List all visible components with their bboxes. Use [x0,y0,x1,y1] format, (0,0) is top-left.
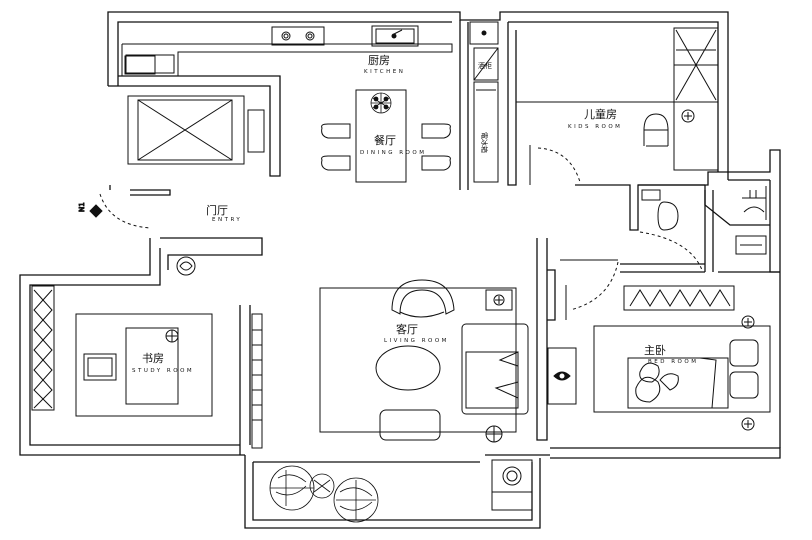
elevator-shaft [127,95,265,165]
dining-table [355,89,407,183]
pillow-icon [635,339,759,403]
entry-label: 门厅 [206,203,228,217]
dining-centerpiece-icon [370,92,392,114]
wine-cabinet [473,47,499,81]
room-labels: 厨房 KITCHEN 餐厅 DINING ROOM 儿童房 KIDS ROOM … [132,54,698,374]
master-bed-frame [593,325,771,413]
entry-marker-icon [89,204,103,218]
sink-icon [371,25,419,47]
living-label: 客厅 [396,322,418,336]
study-bookshelf [31,285,55,411]
kids-sub: KIDS ROOM [568,124,622,130]
wine-cabinet-label: 酒柜 [478,61,492,70]
dining-chairs [321,123,451,171]
plant-icon [553,371,571,381]
kids-chair-icon [643,113,669,147]
fridge-label: 電冰箱 [480,132,489,153]
kids-wardrobe [516,27,719,171]
walls [19,11,781,529]
entry-door-swing [99,193,151,229]
dining-label: 餐厅 [374,133,396,147]
armchair-icon [391,279,455,318]
study-label: 书房 [142,352,164,365]
shower-icon [742,186,767,220]
washing-machine-icon [491,459,533,511]
ottoman [379,409,441,441]
sofa [461,323,529,415]
study-chair-icon [83,353,117,381]
master-tv-cabinet [547,347,577,405]
kids-door-swing [537,147,581,183]
study-rug [75,313,213,417]
bathroom-door-swing [639,231,703,271]
kids-desk-lamp-icon [681,109,695,123]
kitchen-corner-icon [469,21,499,45]
master-label: 主卧 [644,344,666,357]
living-rug [319,287,517,433]
kids-label: 儿童房 [584,107,617,121]
living-divider [251,313,263,449]
stove-icon [271,26,325,46]
master-sub: BED ROOM [648,359,698,365]
master-wardrobe [623,285,735,311]
kitchen-sub: KITCHEN [364,69,405,75]
kitchen-label: 厨房 [368,54,390,67]
kitchen-counter [121,43,453,77]
master-nightstand-lamp-icon [741,315,755,431]
dining-sub: DINING ROOM [360,150,426,156]
study-desk [125,327,179,405]
side-table-lamp-icon [485,289,513,311]
master-door-swing [569,261,619,311]
coffee-table [375,345,441,391]
fridge [473,81,499,183]
toilet-icon [641,189,679,231]
entry-mark-label: N1 [78,202,86,212]
floor-lamp-icon [485,425,503,443]
shoe-cabinet-icon [176,256,196,276]
study-sub: STUDY ROOM [132,368,194,374]
living-sub: LIVING ROOM [384,338,449,344]
balcony-plant-icon [269,465,379,523]
entry-sub: ENTRY [212,217,242,223]
basin-icon [735,235,767,255]
